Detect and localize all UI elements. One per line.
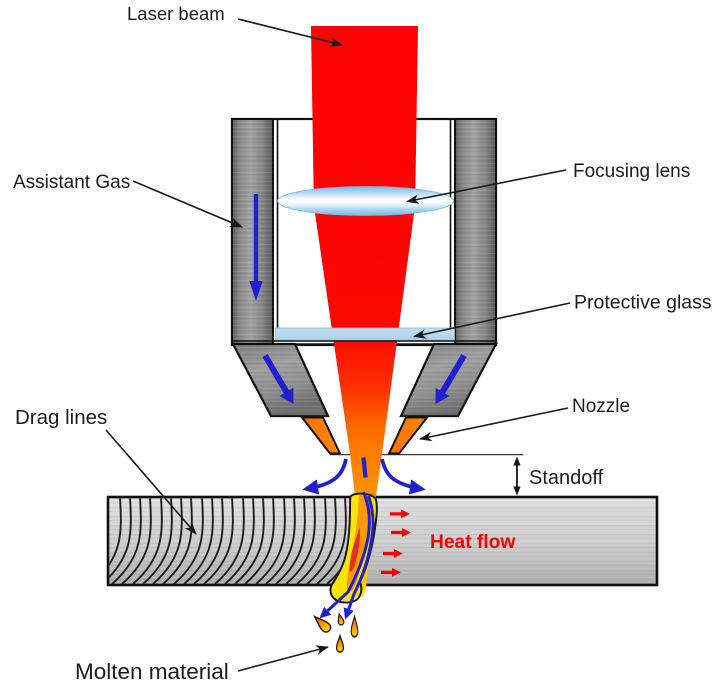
svg-text:Heat flow: Heat flow: [430, 532, 515, 553]
svg-text:Assistant Gas: Assistant Gas: [13, 172, 130, 193]
svg-text:Laser beam: Laser beam: [127, 3, 225, 24]
svg-text:Focusing lens: Focusing lens: [573, 161, 690, 182]
svg-text:Standoff: Standoff: [529, 467, 604, 489]
svg-text:Protective glass: Protective glass: [574, 292, 712, 314]
svg-text:Nozzle: Nozzle: [572, 396, 630, 417]
svg-text:Drag lines: Drag lines: [15, 406, 107, 429]
svg-text:Molten material: Molten material: [75, 659, 229, 684]
